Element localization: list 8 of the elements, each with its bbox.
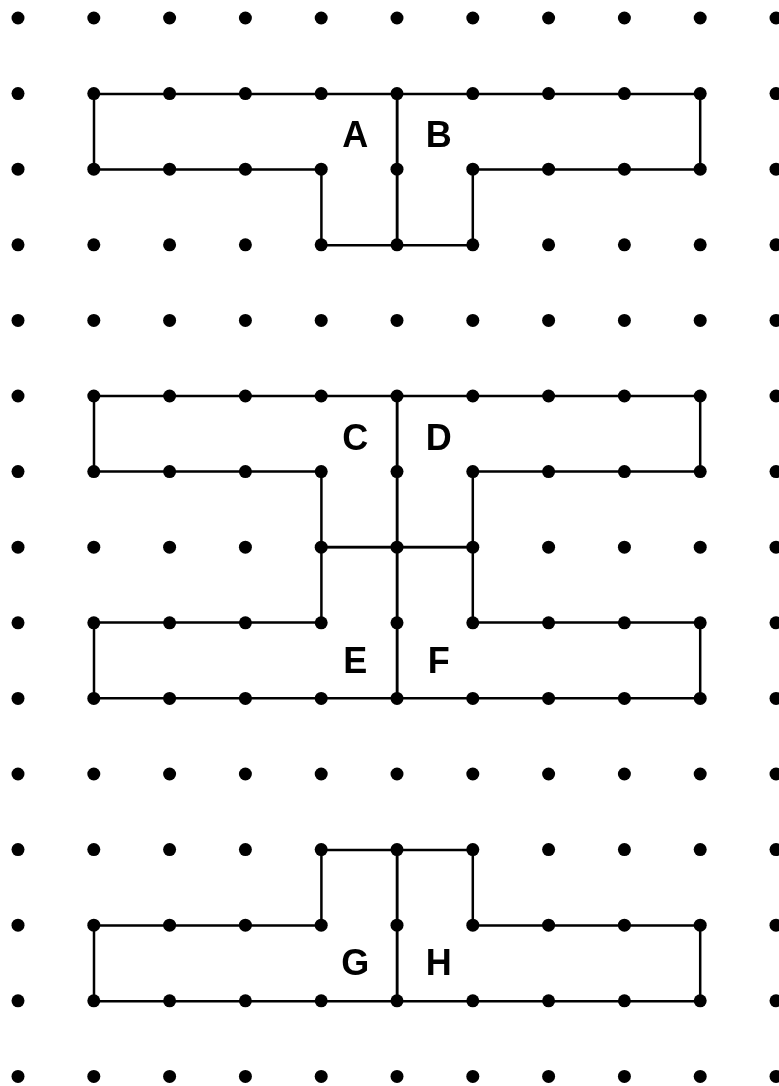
- region-letter: E: [343, 642, 368, 679]
- region-letter: B: [425, 117, 452, 154]
- region-letter: A: [342, 117, 369, 154]
- region-letter: F: [427, 642, 450, 679]
- region-letter: C: [342, 419, 369, 456]
- region-letter: H: [425, 945, 452, 981]
- region-letter: G: [341, 945, 370, 981]
- region-letter: D: [425, 419, 452, 456]
